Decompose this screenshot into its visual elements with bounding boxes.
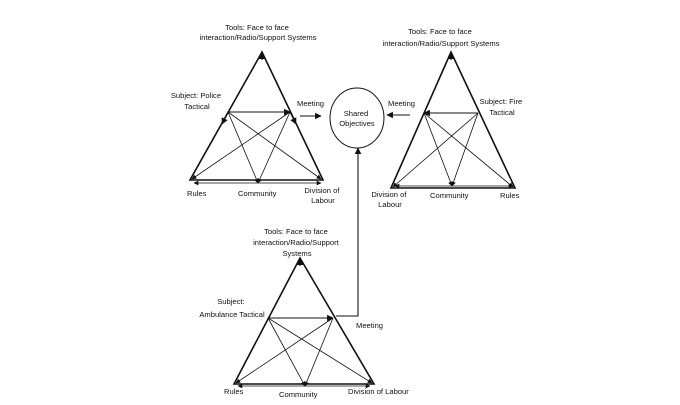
fire-tools-label: Tools: Face to face interaction/Radio/Su…: [383, 27, 500, 48]
police-meeting-community-arrow: [257, 111, 291, 184]
fire-community-label: Community: [430, 191, 469, 200]
ambulance-meeting-label: Meeting: [356, 321, 383, 330]
police-division-label: Division of Labour: [304, 186, 341, 205]
fire-meeting-community-arrow: [423, 112, 453, 187]
fire-subject-community-arrow: [451, 112, 479, 187]
ambulance-subject-community-arrow: [267, 317, 306, 387]
ambulance-community-label: Community: [279, 390, 318, 399]
shared-objectives-label: Shared Objectives: [339, 109, 375, 128]
police-tools-label: Tools: Face to face interaction/Radio/Su…: [200, 23, 317, 42]
fire-division-label: Division of Labour: [371, 190, 408, 209]
ambulance-rules-label: Rules: [224, 387, 244, 396]
fire-meeting-rules-arrow: [423, 112, 514, 188]
ambulance-division-label: Division of Labour: [348, 387, 409, 396]
ambulance-activity-system: Tools: Face to face interaction/Radio/Su…: [199, 147, 409, 399]
fire-subject-division-arrow: [392, 112, 479, 188]
ambulance-meeting-rules-arrow: [235, 317, 334, 384]
ambulance-meeting-shared-arrow: [336, 147, 362, 317]
shared-objectives-ellipse: [329, 87, 385, 149]
police-community-label: Community: [238, 189, 277, 198]
ambulance-meeting-community-arrow: [304, 317, 334, 387]
fire-triangle: [389, 50, 517, 189]
fire-activity-system: Tools: Face to face interaction/Radio/Su…: [371, 27, 525, 209]
fire-rules-label: Rules: [500, 191, 520, 200]
police-meeting-rules-arrow: [191, 111, 291, 180]
police-activity-system: Tools: Face to face interaction/Radio/Su…: [171, 23, 341, 205]
police-left-arrowhead: [221, 111, 229, 125]
shared-objectives-node: Shared Objectives: [329, 87, 385, 149]
police-rules-label: Rules: [187, 189, 207, 198]
ambulance-triangle: [232, 256, 376, 385]
ambulance-subject-label: Subject: Ambulance Tactical: [199, 297, 265, 319]
fire-subject-label: Subject: Fire Tactical: [480, 97, 525, 117]
ambulance-tools-label: Tools: Face to face interaction/Radio/Su…: [253, 227, 341, 258]
police-subject-label: Subject: Police Tactical: [171, 91, 223, 111]
fire-meeting-label: Meeting: [388, 99, 415, 108]
police-meeting-label: Meeting: [297, 99, 324, 108]
police-subject-community-arrow: [227, 111, 259, 184]
police-right-arrowhead: [289, 111, 297, 125]
